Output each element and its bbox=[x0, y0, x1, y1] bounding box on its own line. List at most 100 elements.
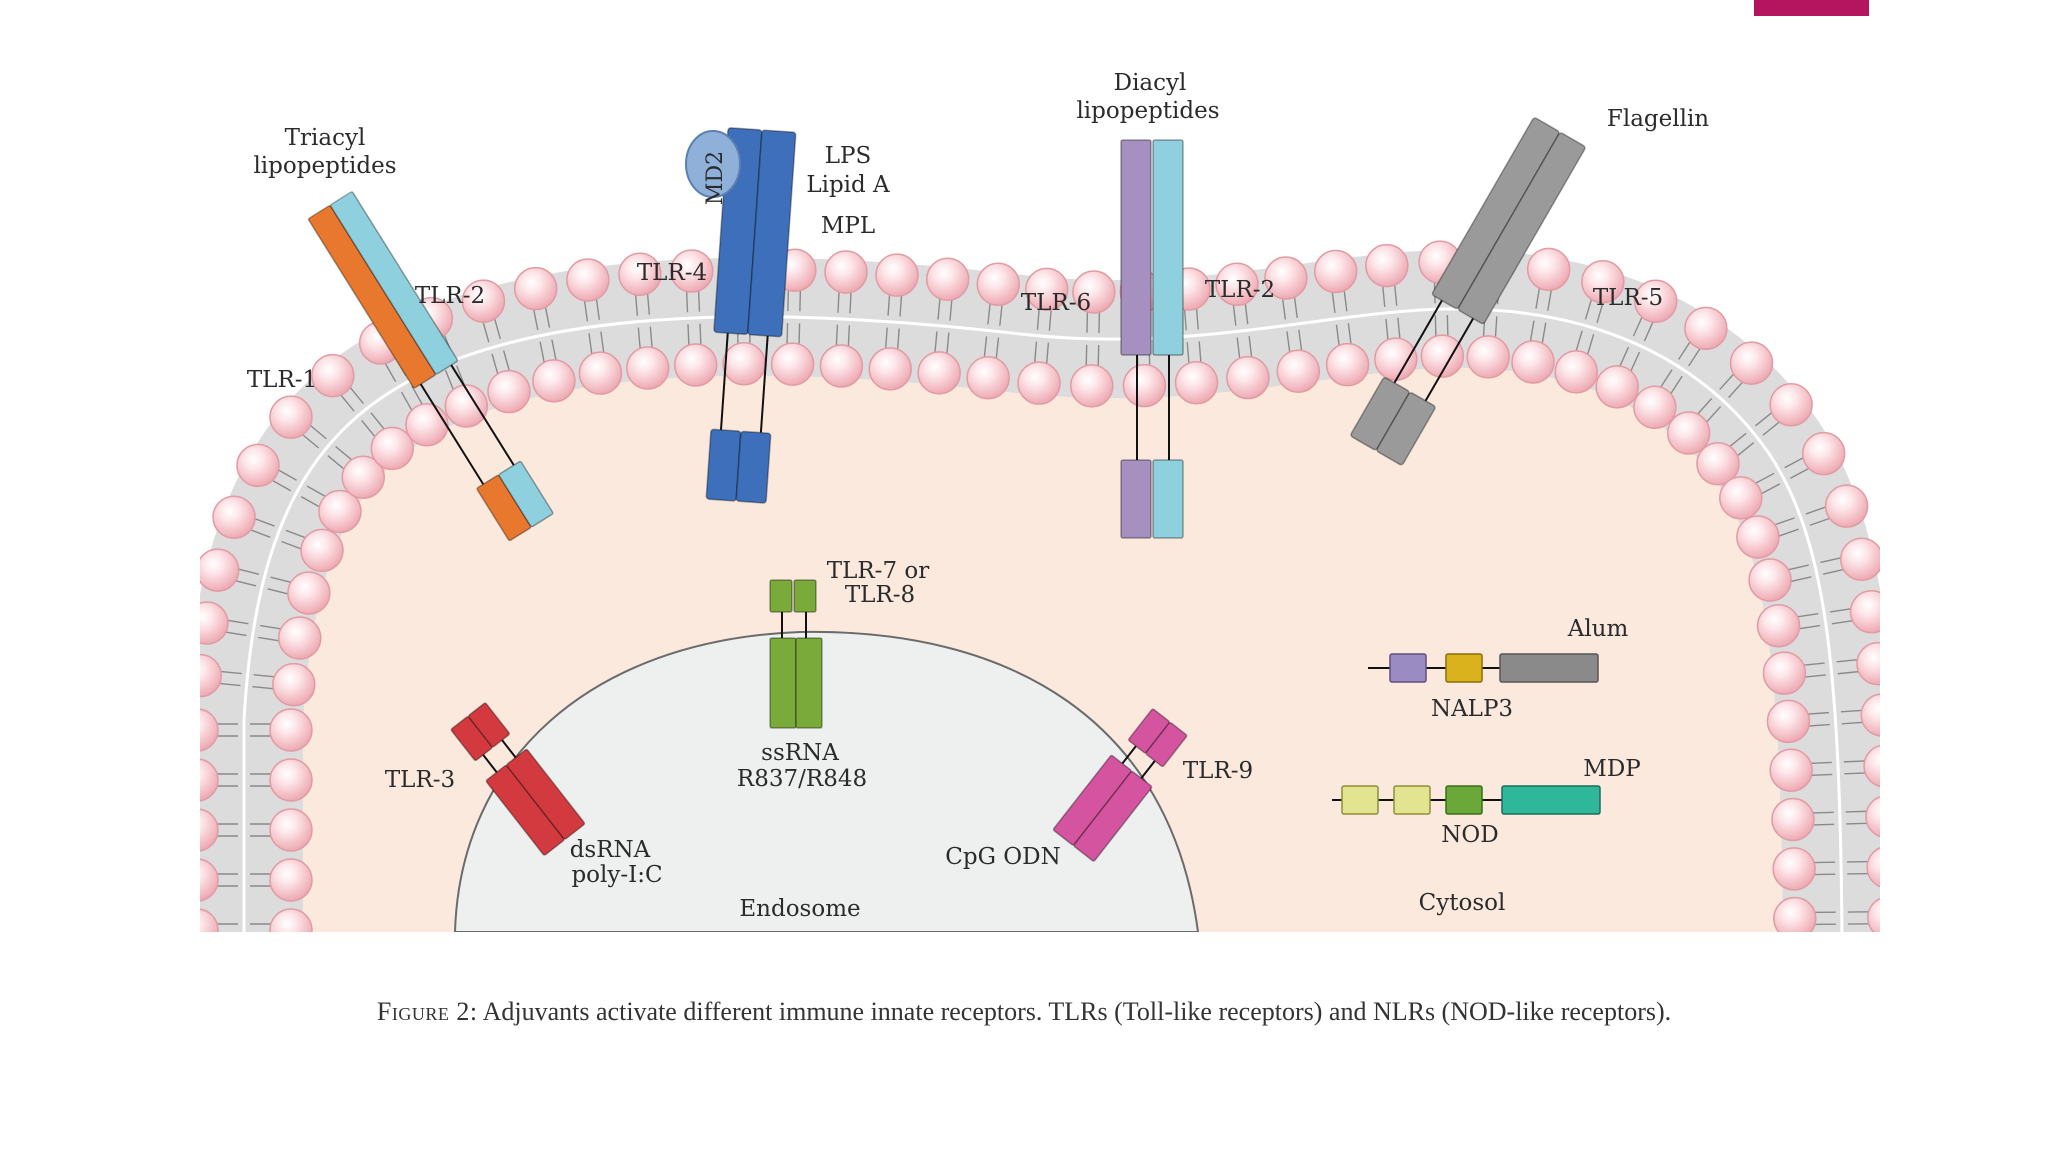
tlr6-lower bbox=[1120, 459, 1152, 539]
tlr5-receptor bbox=[1350, 117, 1586, 466]
lipid-head bbox=[1526, 247, 1571, 292]
tlr4-upper-b bbox=[747, 129, 797, 338]
triacyl-label-line2: lipopeptides bbox=[253, 153, 396, 179]
lipid-head bbox=[1769, 748, 1813, 792]
tlr5-lower-b bbox=[1376, 392, 1436, 466]
lipid-head bbox=[1025, 267, 1069, 312]
tlr9-receptor bbox=[1052, 708, 1188, 862]
figure-caption: Figure 2: Adjuvants activate different i… bbox=[377, 997, 1671, 1026]
tlr1-lower bbox=[476, 474, 532, 542]
lipid-head bbox=[311, 353, 355, 398]
dsrna-label: dsRNA bbox=[570, 837, 651, 863]
lipid-head bbox=[200, 653, 222, 698]
tlr78-bottom-a bbox=[769, 637, 797, 729]
tlr78-bottom-b bbox=[795, 637, 823, 729]
lipid-head bbox=[1313, 249, 1358, 294]
lipid-head bbox=[1581, 259, 1625, 304]
lipid-head bbox=[626, 346, 670, 390]
lipid-head bbox=[1729, 341, 1774, 385]
lipid-head bbox=[1511, 340, 1555, 384]
tlr78-label-line1: TLR-7 or bbox=[827, 558, 930, 584]
lipid-head bbox=[925, 257, 970, 302]
lipid-head bbox=[1017, 361, 1061, 405]
flagellin-label: Flagellin bbox=[1607, 106, 1709, 132]
lipid-head bbox=[1684, 306, 1728, 351]
tlr2-lower-right bbox=[1152, 459, 1184, 539]
lipid-head bbox=[917, 351, 961, 395]
tlr2-upper-right bbox=[1152, 139, 1184, 356]
lipid-head bbox=[722, 342, 766, 386]
figure-caption-text: Adjuvants activate different immune inna… bbox=[478, 997, 1672, 1026]
lipid-head bbox=[1824, 484, 1869, 528]
lipid-head bbox=[236, 443, 280, 488]
lipid-head bbox=[1839, 537, 1880, 581]
lipid-head bbox=[1756, 604, 1801, 648]
lipid-head bbox=[269, 395, 313, 439]
tlr4-label: TLR-4 bbox=[637, 260, 707, 286]
lipid-head bbox=[1226, 355, 1270, 400]
lipid-head bbox=[1325, 342, 1370, 387]
lipid-head bbox=[1595, 365, 1639, 409]
tlr4-receptor: MD2 bbox=[685, 127, 797, 504]
alum-label: Alum bbox=[1567, 616, 1629, 642]
lipid-head bbox=[200, 601, 229, 645]
mdp-label: MDP bbox=[1583, 756, 1640, 782]
cytosol-label: Cytosol bbox=[1419, 890, 1506, 916]
lipid-head bbox=[1866, 847, 1880, 888]
tlr9-label: TLR-9 bbox=[1183, 758, 1253, 784]
lipid-head bbox=[1860, 693, 1880, 737]
lipid-head bbox=[200, 908, 219, 932]
nalp3-complex bbox=[1368, 653, 1599, 683]
lipid-head bbox=[269, 758, 313, 802]
lipid-head bbox=[200, 808, 219, 852]
lipid-head bbox=[1769, 383, 1813, 427]
lipid-head bbox=[566, 258, 610, 302]
tlr7-tlr8-receptor bbox=[769, 579, 823, 729]
lipid-head bbox=[1766, 699, 1811, 744]
lipid-head bbox=[1420, 334, 1465, 378]
lipid-head bbox=[1374, 337, 1418, 381]
mpl-label: MPL bbox=[821, 213, 875, 239]
lipid-head bbox=[461, 279, 506, 323]
lipid-head bbox=[269, 908, 313, 932]
md2-label: MD2 bbox=[703, 151, 728, 205]
lipid-head bbox=[272, 662, 316, 707]
lipid-head bbox=[1771, 797, 1815, 842]
lipid-head bbox=[868, 347, 912, 391]
triacyl-label-line1: Triacyl bbox=[285, 125, 366, 151]
lipid-head bbox=[670, 249, 714, 293]
lipid-head bbox=[1122, 363, 1167, 408]
endosome-label: Endosome bbox=[739, 896, 860, 922]
lipid-head bbox=[1365, 243, 1409, 288]
tlr4-lower-a bbox=[705, 428, 742, 502]
lipid-head bbox=[1072, 270, 1116, 314]
r837-r848-label: R837/R848 bbox=[737, 766, 867, 792]
lipid-head bbox=[976, 262, 1020, 307]
tlr2-lower bbox=[498, 460, 554, 528]
lipid-head bbox=[277, 616, 322, 660]
lipid-head bbox=[1801, 431, 1846, 476]
lipid-head bbox=[444, 384, 489, 428]
lipid-head bbox=[1748, 558, 1792, 602]
ssrna-label: ssRNA bbox=[761, 740, 839, 766]
lipid-head bbox=[1466, 335, 1510, 379]
lipid-head bbox=[1215, 262, 1259, 306]
lipid-head bbox=[1633, 385, 1677, 430]
membrane-midline bbox=[242, 307, 1844, 932]
lipid-head bbox=[341, 455, 385, 500]
lipid-head bbox=[1264, 256, 1308, 300]
tlr2-right-label: TLR-2 bbox=[1205, 277, 1275, 303]
tlr2-left-label: TLR-2 bbox=[415, 283, 485, 309]
lipid-head bbox=[819, 344, 864, 388]
tlr78-top-b bbox=[793, 579, 817, 613]
lipid-head bbox=[1736, 515, 1780, 559]
lipid-head bbox=[200, 858, 219, 902]
lipid-head bbox=[1867, 897, 1880, 932]
lipid-head bbox=[1762, 651, 1807, 695]
lipid-head bbox=[200, 758, 219, 802]
diacyl-label-line2: lipopeptides bbox=[1076, 98, 1219, 124]
lipid-head bbox=[1276, 349, 1321, 393]
tlr2-upper bbox=[330, 191, 459, 375]
lipid-head bbox=[300, 528, 344, 573]
tlr4-lower-b bbox=[735, 430, 772, 504]
